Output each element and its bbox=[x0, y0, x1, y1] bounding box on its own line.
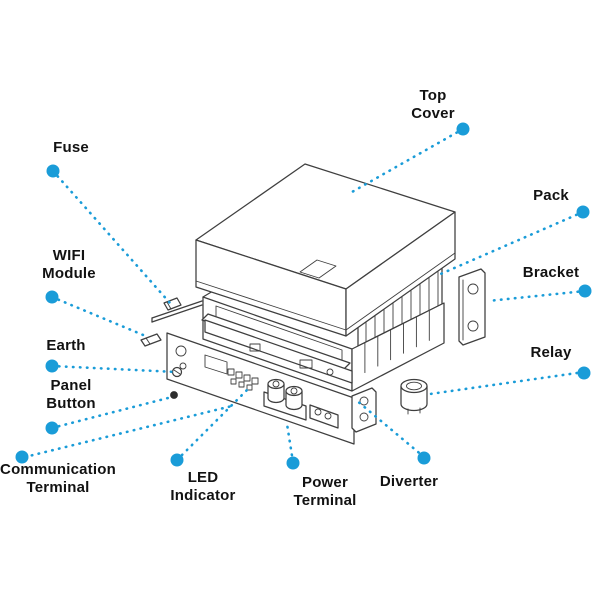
wifi-module-drawing bbox=[140, 333, 162, 347]
dot-bracket bbox=[578, 284, 592, 298]
top-cover-drawing bbox=[195, 163, 456, 337]
earth-screw-drawing bbox=[171, 366, 183, 378]
dot-relay bbox=[577, 366, 591, 380]
dot-top-cover bbox=[456, 122, 470, 136]
dot-communication-terminal bbox=[15, 450, 29, 464]
label-top-cover: Top Cover bbox=[411, 87, 455, 123]
dot-diverter bbox=[417, 451, 431, 465]
bracket-drawing bbox=[458, 268, 486, 346]
dot-earth bbox=[45, 359, 59, 373]
dot-power-terminal bbox=[286, 456, 300, 470]
dot-led-indicator bbox=[170, 453, 184, 467]
front-panel-drawing bbox=[166, 332, 377, 445]
label-relay: Relay bbox=[530, 344, 572, 361]
label-earth: Earth bbox=[46, 337, 86, 354]
label-panel-button: Panel Button bbox=[46, 377, 96, 413]
callout-leaders bbox=[23, 127, 587, 464]
label-led-indicator: LED Indicator bbox=[170, 469, 236, 505]
label-fuse: Fuse bbox=[53, 139, 89, 156]
panel-button-drawing bbox=[170, 391, 178, 399]
label-bracket: Bracket bbox=[522, 264, 580, 281]
mid-tray-drawing bbox=[201, 313, 353, 384]
label-diverter: Diverter bbox=[379, 473, 439, 490]
label-pack: Pack bbox=[533, 187, 569, 204]
label-wifi-module: WIFI Module bbox=[42, 247, 96, 283]
comm-connector-drawing bbox=[309, 404, 339, 429]
power-terminals-drawing bbox=[267, 378, 303, 411]
callout-dots bbox=[15, 122, 592, 470]
dot-fuse bbox=[46, 164, 60, 178]
fuse-drawing bbox=[163, 297, 182, 311]
dot-pack bbox=[576, 205, 590, 219]
relay-drawing bbox=[400, 378, 428, 415]
dot-wifi-module bbox=[45, 290, 59, 304]
label-communication-terminal: Communication Terminal bbox=[0, 461, 116, 497]
dot-panel-button bbox=[45, 421, 59, 435]
led-indicators-drawing bbox=[227, 368, 259, 391]
label-power-terminal: Power Terminal bbox=[293, 474, 357, 510]
diverter-drawing bbox=[351, 387, 377, 433]
